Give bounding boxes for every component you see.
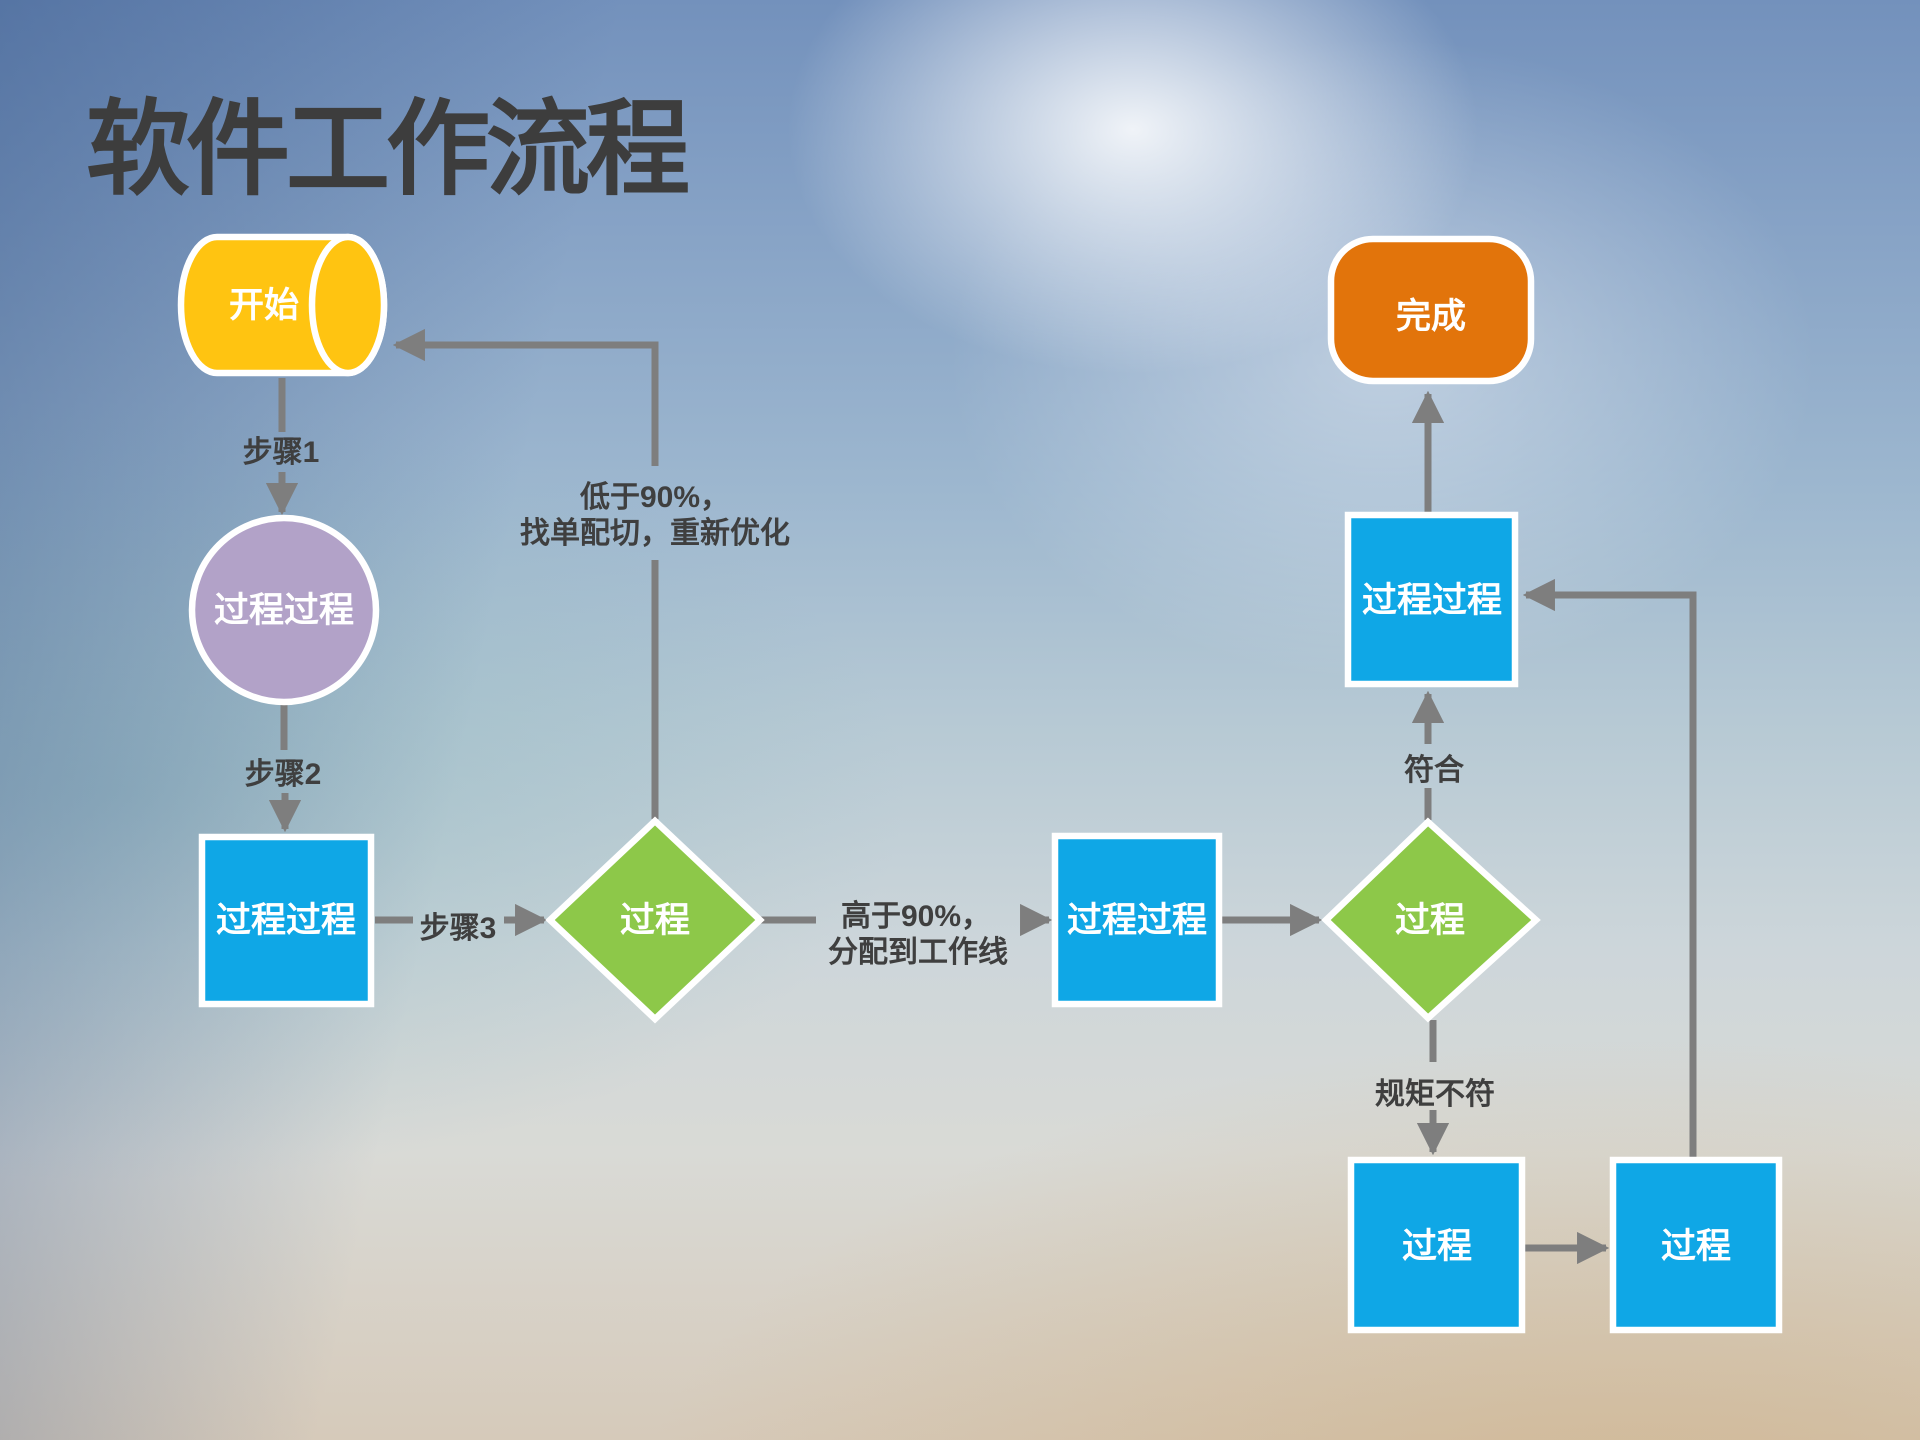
edge-label-step1: 步骤1 bbox=[243, 436, 320, 469]
decision-2-shape bbox=[1321, 817, 1541, 1023]
process-square-4-shape bbox=[1347, 1156, 1526, 1334]
node-process-square-3-label: 过程过程 bbox=[1362, 581, 1502, 620]
node-start: 开始 bbox=[177, 233, 388, 377]
node-process-circle: 过程过程 bbox=[188, 514, 380, 706]
edge-label-match: 符合 bbox=[1404, 753, 1464, 787]
edge-label-below90-line2: 找单配切，重新优化 bbox=[520, 517, 790, 550]
node-process-circle-label: 过程过程 bbox=[214, 591, 354, 630]
node-finish: 完成 bbox=[1327, 235, 1535, 385]
finish-shape bbox=[1327, 235, 1535, 385]
node-process-square-5-label: 过程 bbox=[1661, 1227, 1731, 1266]
node-process-square-3: 过程过程 bbox=[1344, 511, 1519, 688]
edge-label-not-match: 规矩不符 bbox=[1375, 1078, 1495, 1111]
node-process-square-1-label: 过程过程 bbox=[216, 901, 356, 940]
node-start-label: 开始 bbox=[229, 286, 299, 325]
process-square-1-shape bbox=[198, 833, 375, 1008]
node-process-square-2: 过程过程 bbox=[1051, 832, 1223, 1008]
node-decision-1-label: 过程 bbox=[620, 901, 690, 940]
node-decision-2-label: 过程 bbox=[1395, 901, 1465, 940]
start-cylinder-cap bbox=[308, 233, 388, 377]
edge-label-above90-line1: 高于90%， bbox=[841, 900, 991, 933]
connector-below90-arrow bbox=[392, 328, 659, 466]
process-square-5-shape bbox=[1609, 1156, 1783, 1334]
slide-title: 软件工作流程 bbox=[86, 92, 690, 208]
connector-feedback-loop bbox=[1522, 578, 1697, 1160]
node-process-square-1: 过程过程 bbox=[198, 833, 375, 1008]
edge-label-step2: 步骤2 bbox=[245, 758, 322, 791]
node-process-square-2-label: 过程过程 bbox=[1067, 901, 1207, 940]
node-decision-2: 过程 bbox=[1321, 817, 1541, 1023]
node-finish-label: 完成 bbox=[1396, 296, 1466, 336]
decision-1-shape bbox=[545, 816, 765, 1024]
edge-label-below90-line1: 低于90%， bbox=[579, 481, 730, 514]
node-process-square-4: 过程 bbox=[1347, 1156, 1526, 1334]
node-process-square-5: 过程 bbox=[1609, 1156, 1783, 1334]
process-square-2-shape bbox=[1051, 832, 1223, 1008]
edge-label-above90-line2: 分配到工作线 bbox=[828, 936, 1008, 969]
process-circle-shape bbox=[188, 514, 380, 706]
node-decision-1: 过程 bbox=[545, 816, 765, 1024]
edge-label-step3: 步骤3 bbox=[420, 912, 497, 945]
node-process-square-4-label: 过程 bbox=[1402, 1227, 1472, 1266]
process-square-3-shape bbox=[1344, 511, 1519, 688]
